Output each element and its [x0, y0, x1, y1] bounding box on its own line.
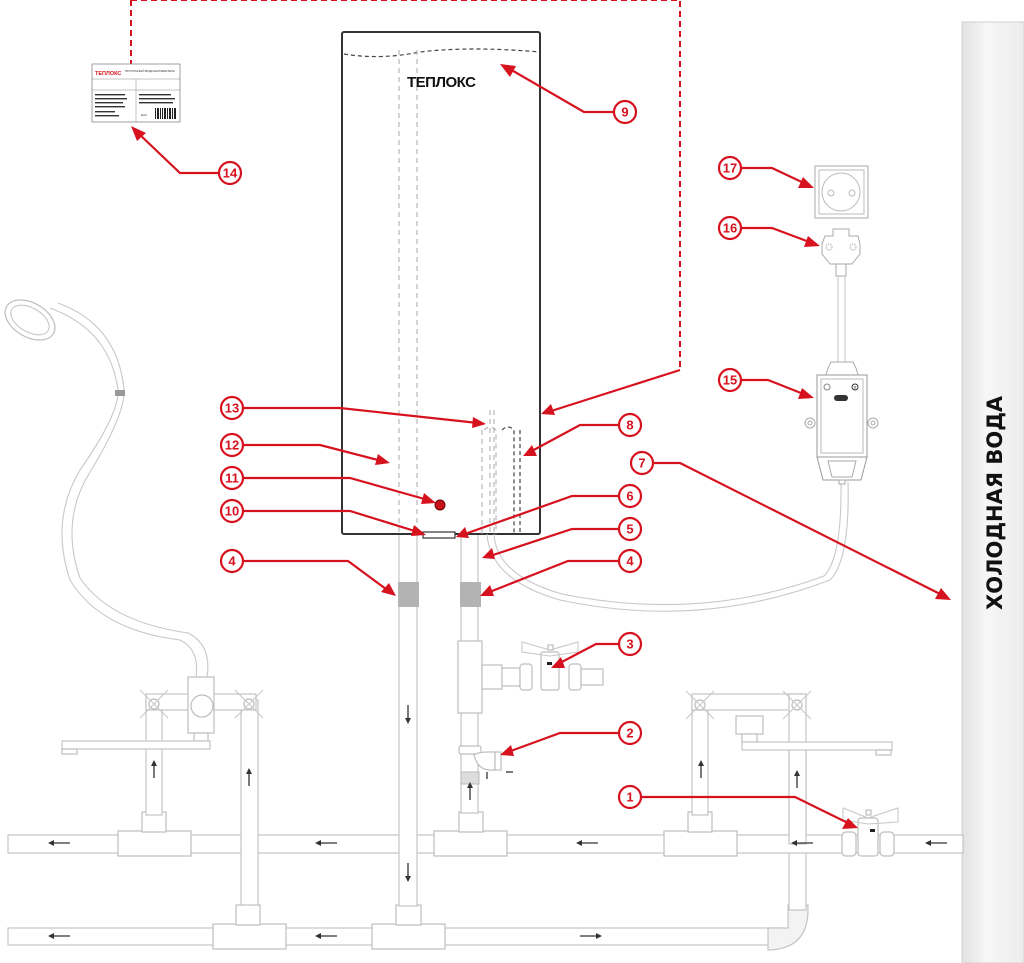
svg-text:3: 3	[626, 637, 633, 652]
callout-4-right: 4	[617, 548, 643, 574]
branch-ball-valve	[457, 640, 604, 714]
svg-text:ПРОТОЧНЫЙ ВОДОНАГРЕВАТЕЛЬ: ПРОТОЧНЫЙ ВОДОНАГРЕВАТЕЛЬ	[125, 69, 175, 73]
callout-10: 10	[219, 498, 245, 524]
wall-socket	[814, 165, 869, 219]
svg-text:4: 4	[228, 554, 236, 569]
flow-arrows	[48, 705, 947, 939]
flow-arrow-down	[405, 863, 411, 882]
callout-6: 6	[617, 483, 643, 509]
svg-text:T: T	[854, 385, 857, 390]
callout-leaders	[131, 64, 951, 829]
svg-text:16: 16	[723, 221, 737, 236]
flow-arrow-left	[315, 840, 337, 846]
flow-arrow-up	[698, 760, 704, 778]
svg-text:10: 10	[225, 504, 239, 519]
svg-text:11: 11	[225, 471, 239, 486]
outlet-nozzle	[422, 531, 456, 539]
cold-water-main-riser: ХОЛОДНАЯ ВОДА	[961, 21, 1024, 963]
callout-9: 9	[612, 99, 638, 125]
callout-5: 5	[617, 516, 643, 542]
svg-text:7: 7	[638, 456, 645, 471]
water-heater: ТЕПЛОКС	[341, 31, 849, 612]
callout-11: 11	[219, 465, 245, 491]
svg-text:5: 5	[626, 522, 633, 537]
svg-text:14: 14	[223, 166, 238, 181]
callout-15: 15	[717, 367, 743, 393]
flow-arrow-down	[405, 705, 411, 724]
svg-text:17: 17	[723, 161, 737, 176]
inlet-coupling	[460, 582, 481, 607]
flow-arrow-left	[315, 933, 337, 939]
callout-13: 13	[219, 395, 245, 421]
rating-plate: ТЕПЛОКС ПРОТОЧНЫЙ ВОДОНАГРЕВАТЕЛЬ EAC	[91, 63, 181, 123]
svg-text:1: 1	[626, 790, 633, 805]
callout-17: 17	[717, 155, 743, 181]
svg-text:EAC: EAC	[141, 113, 148, 117]
shower-mixer	[4, 299, 264, 755]
flow-arrow-up	[467, 782, 473, 800]
flow-arrow-up	[246, 768, 252, 786]
kitchen-mixer	[685, 690, 893, 845]
callout-16: 16	[717, 215, 743, 241]
rcd-device: T	[804, 361, 879, 485]
power-plug	[821, 228, 861, 362]
callout-4-left: 4	[219, 548, 245, 574]
svg-text:12: 12	[225, 438, 239, 453]
cold-water-label: ХОЛОДНАЯ ВОДА	[983, 395, 1007, 610]
callout-14: 14	[217, 160, 243, 186]
outlet-coupling	[398, 582, 419, 607]
svg-text:4: 4	[626, 554, 634, 569]
svg-text:8: 8	[626, 418, 633, 433]
flow-arrow-left	[48, 933, 70, 939]
heater-brand-logo: ТЕПЛОКС	[407, 74, 476, 91]
heater-service-zone	[130, 0, 681, 370]
flow-arrow-left	[925, 840, 947, 846]
safety-valve	[458, 745, 513, 785]
callout-2: 2	[617, 720, 643, 746]
flow-arrow-left	[576, 840, 598, 846]
callout-3: 3	[617, 631, 643, 657]
main-ball-valve	[841, 807, 899, 857]
svg-text:ТЕПЛОКС: ТЕПЛОКС	[95, 71, 121, 77]
callout-1: 1	[617, 784, 643, 810]
svg-text:6: 6	[626, 489, 633, 504]
svg-text:2: 2	[626, 726, 633, 741]
flow-arrow-left	[48, 840, 70, 846]
main-cold-line	[7, 811, 964, 857]
flow-arrow-right	[580, 933, 602, 939]
flow-arrow-up	[794, 770, 800, 788]
callout-12: 12	[219, 432, 245, 458]
flow-arrow-up	[151, 760, 157, 778]
svg-text:13: 13	[225, 401, 239, 416]
rcd-test-button	[851, 383, 859, 391]
indicator-lamp	[434, 499, 446, 511]
svg-text:9: 9	[621, 105, 628, 120]
callout-8: 8	[617, 412, 643, 438]
callout-7: 7	[629, 450, 655, 476]
svg-text:15: 15	[723, 373, 737, 388]
flow-arrow-left	[791, 840, 813, 846]
